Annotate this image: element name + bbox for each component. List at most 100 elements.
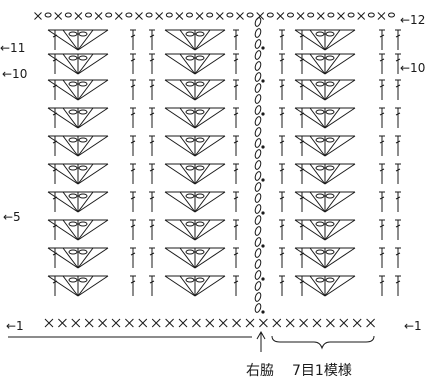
chain-loop-symbol [254,171,262,181]
double-crochet-bar [52,224,58,228]
fan-stroke [77,219,109,241]
side-marker-arrowhead [256,330,266,340]
double-crochet-bar [279,112,285,116]
chain-loop-symbol [254,50,262,60]
fan-stroke [62,275,79,297]
fan-stroke [62,191,79,213]
chain-symbol [125,12,133,18]
fan-stroke [194,191,211,213]
fan-stroke [62,29,79,51]
fan-stroke [194,275,226,297]
fan-stroke [194,163,211,185]
single-crochet-symbol [215,12,224,20]
stitch-grid [34,12,401,328]
chain-symbol [315,31,325,37]
chain-symbol [78,109,88,115]
chain-symbol [78,137,88,143]
double-crochet-bar [233,224,239,228]
single-crochet-symbol [205,318,215,328]
single-crochet-symbol [125,318,134,328]
chain-symbol [185,137,195,143]
double-crochet-bar [52,196,58,200]
double-crochet-bar [52,112,58,116]
double-crochet-bar [233,252,239,256]
single-crochet-symbol [138,318,148,328]
fan-stroke [179,107,196,129]
double-crochet-bar [395,224,401,228]
double-crochet-bar [233,84,239,88]
fan-stroke [47,275,79,297]
chain-loop-symbol [254,94,262,104]
chain-symbol [315,109,325,115]
single-crochet-symbol [94,12,103,20]
double-crochet-bar [52,280,58,284]
fan-stroke [324,29,341,51]
double-crochet-bar [279,58,285,62]
chain-symbol [78,249,88,255]
fan-stroke [62,247,79,269]
fan-stroke [179,79,196,101]
fan-stroke [47,79,79,101]
fan-stroke [294,53,326,75]
fan-stroke [294,275,326,297]
fan-stroke [324,107,341,129]
fan-stroke [324,275,341,297]
fan-stroke [324,191,356,213]
fan-stroke [179,53,196,75]
single-crochet-symbol [236,12,244,20]
single-crochet-symbol [111,318,121,328]
chain-symbol [68,109,78,115]
single-crochet-symbol [135,12,143,20]
row-label-left-11: ←11 [0,41,25,55]
fan-stroke [324,163,356,185]
double-crochet-bar [130,112,136,116]
single-crochet-symbol [71,318,81,328]
fan-stroke [77,79,109,101]
fan-stroke [62,107,79,129]
fan-stroke [77,219,94,241]
chain-loop-symbol [254,182,262,192]
fan-stroke [179,163,196,185]
double-crochet-bar [279,84,285,88]
fan-stroke [194,29,226,51]
single-crochet-symbol [151,318,161,328]
chain-symbol [195,109,205,115]
fan-stroke [62,163,79,185]
chain-loop-symbol [254,39,262,49]
row-label-left-5: ←5 [3,210,21,224]
double-crochet-bar [395,112,401,116]
chain-symbol [185,165,195,171]
fan-stroke [324,29,356,51]
fan-stroke [194,247,226,269]
double-crochet-bar [149,168,155,172]
double-crochet-bar [395,58,401,62]
chain-symbol [315,55,325,61]
row-label-left-10: ←10 [2,67,27,81]
chain-loop-symbol [254,72,262,82]
double-crochet-bar [299,224,305,228]
chain-loop-symbol [254,160,262,170]
double-crochet-bar [149,58,155,62]
fan-stroke [77,29,94,51]
chain-symbol [325,165,335,171]
chain-symbol [266,12,274,18]
chain-symbol [246,12,254,18]
single-crochet-symbol [175,12,184,20]
fan-stroke [179,29,196,51]
fan-stroke [77,29,109,51]
fan-stroke [77,163,109,185]
double-crochet-bar [233,112,239,116]
chain-symbol [185,249,195,255]
chain-symbol [186,12,193,18]
double-crochet-bar [233,196,239,200]
double-crochet-bar [279,196,285,200]
single-crochet-symbol [296,12,305,20]
chain-loop-symbol [254,270,262,280]
chain-symbol [206,12,214,18]
double-crochet-bar [149,224,155,228]
fan-stroke [47,135,79,157]
chain-symbol [315,221,325,227]
double-crochet-bar [395,84,401,88]
fan-stroke [309,53,326,75]
fan-stroke [179,275,196,297]
